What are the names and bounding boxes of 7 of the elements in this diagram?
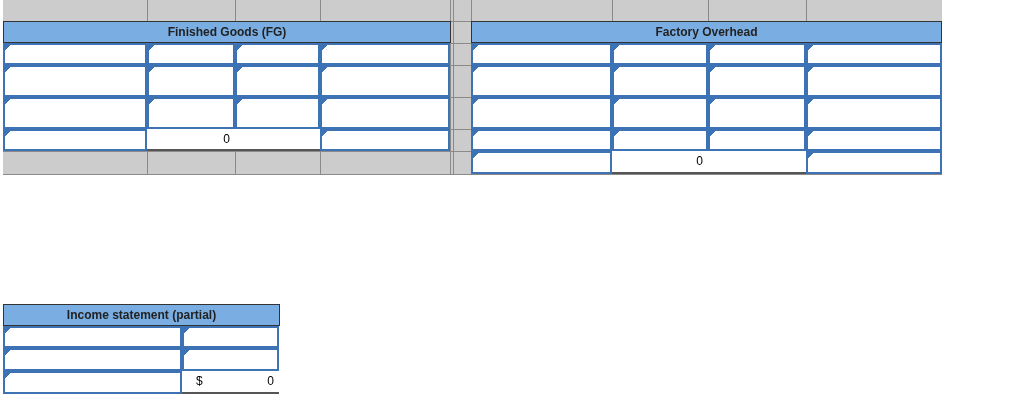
total-value: 0 — [267, 373, 274, 390]
total-cell: 0 — [612, 151, 708, 174]
table-heading: Factory Overhead — [471, 21, 942, 43]
currency-sign: $ — [196, 373, 203, 390]
table-heading: Finished Goods (FG) — [3, 21, 451, 43]
table-heading: Income statement (partial) — [3, 304, 280, 326]
total-cell: 0 — [147, 129, 235, 151]
